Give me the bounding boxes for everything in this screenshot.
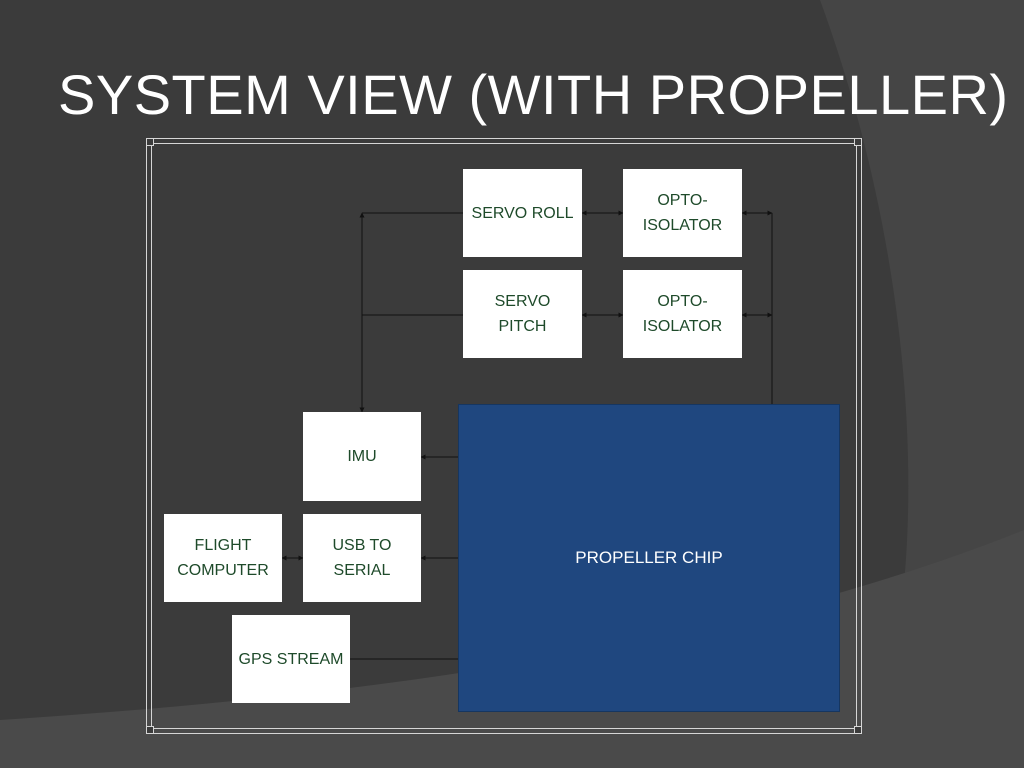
- gps-stream-label: GPS STREAM: [238, 650, 344, 668]
- frame-corner-top-right: [854, 138, 862, 146]
- propeller-chip-block: PROPELLER CHIP: [458, 404, 840, 712]
- propeller-chip-label: PROPELLER CHIP: [575, 548, 723, 567]
- opto-isolator-pitch-label: OPTO- ISOLATOR: [642, 293, 723, 335]
- servo-pitch-label: SERVO PITCH: [494, 293, 551, 335]
- imu-block: IMU: [303, 412, 421, 501]
- frame-corner-bottom-left: [146, 726, 154, 734]
- frame-corner-top-left: [146, 138, 154, 146]
- gps-stream-block: GPS STREAM: [232, 615, 350, 703]
- diagram-frame-inner: [151, 143, 857, 729]
- servo-pitch-block: SERVO PITCH: [463, 270, 582, 358]
- frame-corner-bottom-right: [854, 726, 862, 734]
- flight-computer-block: FLIGHT COMPUTER: [164, 514, 282, 602]
- opto-isolator-roll-block: OPTO- ISOLATOR: [623, 169, 742, 257]
- imu-label: IMU: [347, 448, 377, 465]
- flight-computer-label: FLIGHT COMPUTER: [177, 537, 269, 579]
- servo-roll-block: SERVO ROLL: [463, 169, 582, 257]
- opto-isolator-pitch-block: OPTO- ISOLATOR: [623, 270, 742, 358]
- usb-to-serial-block: USB TO SERIAL: [303, 514, 421, 602]
- servo-roll-label: SERVO ROLL: [471, 204, 574, 222]
- slide-title: SYSTEM VIEW (WITH PROPELLER): [58, 63, 1009, 126]
- usb-to-serial-label: USB TO SERIAL: [332, 537, 392, 579]
- opto-isolator-roll-label: OPTO- ISOLATOR: [642, 192, 723, 234]
- diagram-frame-outer: [146, 138, 862, 734]
